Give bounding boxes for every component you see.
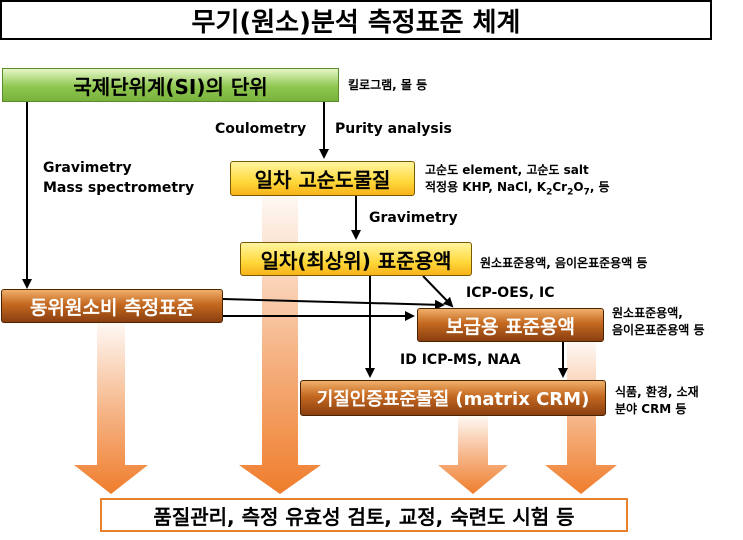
arrow-isotope-to-working-1 xyxy=(222,298,445,310)
si-note: 킬로그램, 몰 등 xyxy=(348,78,428,92)
working-solution-box: 보급용 표준용액 xyxy=(417,308,604,342)
orange-arrow-1 xyxy=(74,323,148,494)
isotope-ratio-box: 동위원소비 측정표준 xyxy=(1,289,223,323)
coulometry-label: Coulometry xyxy=(215,121,307,137)
primary-material-box: 일차 고순도물질 xyxy=(230,161,415,196)
orange-arrow-4 xyxy=(545,342,617,494)
primary-material-note-line1: 고순도 element, 고순도 salt xyxy=(425,163,589,177)
page-title: 무기(원소)분석 측정표준 체계 xyxy=(0,0,712,40)
mass-spectrometry-label: Mass spectrometry xyxy=(43,180,195,196)
gravimetry-left-label: Gravimetry xyxy=(43,160,132,176)
gravimetry-mid-label: Gravimetry xyxy=(369,210,458,226)
primary-material-note-line2: 적정용 KHP, NaCl, K2Cr2O7, 등 xyxy=(425,180,610,198)
si-unit-box: 국제단위계(SI)의 단위 xyxy=(2,68,339,102)
icp-oes-label: ICP-OES, IC xyxy=(466,285,555,301)
matrix-crm-box: 기질인증표준물질 (matrix CRM) xyxy=(300,380,606,416)
working-solution-note-line1: 원소표준용액, xyxy=(612,306,683,320)
orange-arrow-2 xyxy=(239,196,321,494)
working-solution-note-line2: 음이온표준용액 등 xyxy=(612,323,705,337)
purity-label: Purity analysis xyxy=(335,121,452,137)
crm-note-line2: 분야 CRM 등 xyxy=(615,402,687,416)
crm-note-line1: 식품, 환경, 소재 xyxy=(615,385,699,399)
applications-box: 품질관리, 측정 유효성 검토, 교정, 숙련도 시험 등 xyxy=(100,498,628,532)
id-icp-ms-label: ID ICP-MS, NAA xyxy=(400,352,521,368)
arrow-solution-to-working xyxy=(422,275,454,308)
primary-solution-box: 일차(최상위) 표준용액 xyxy=(240,242,472,276)
primary-solution-note: 원소표준용액, 음이온표준용액 등 xyxy=(480,256,648,270)
orange-arrow-3 xyxy=(438,416,508,494)
